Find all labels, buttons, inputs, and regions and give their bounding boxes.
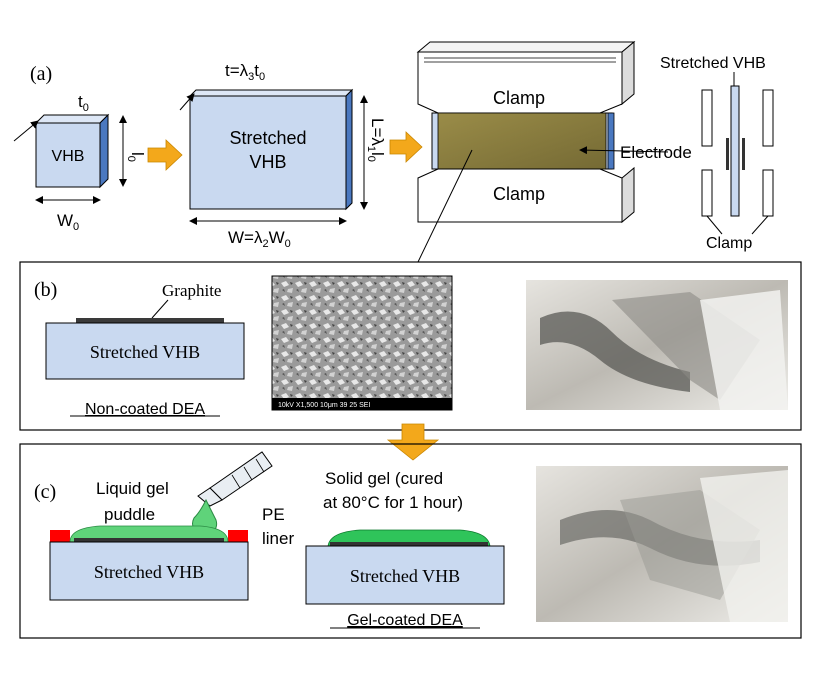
l0-label: l0: [125, 152, 147, 162]
liquid-gel-line1: Liquid gel: [96, 479, 169, 498]
liquid-gel-line2: puddle: [104, 505, 155, 524]
electrode-label: Electrode: [620, 143, 692, 162]
t0-label: t0: [78, 92, 89, 114]
graphite-label: Graphite: [162, 281, 221, 300]
panel-a-label: (a): [30, 63, 52, 85]
vhb-layer-c-right: [305, 545, 505, 605]
clamp-bottom-label: Clamp: [493, 184, 545, 204]
w0-label: W0: [57, 211, 79, 233]
stretched-line1: Stretched: [229, 128, 306, 148]
panel-c-label: (c): [34, 481, 56, 503]
pe-liner-right: [228, 530, 248, 542]
pe-line1: PE: [262, 505, 285, 524]
t-pointer: [179, 93, 195, 111]
side-electrode: [742, 138, 745, 170]
sem-scale-text: 10kV X1,500 10μm 39 25 SEI: [278, 402, 370, 409]
vhb-layer-c-right-label: Stretched VHB: [350, 566, 460, 586]
side-vhb: [730, 85, 740, 217]
stretched-vhb-sheet: Stretched VHB: [188, 88, 354, 211]
panel-c-frame: [19, 443, 802, 639]
clamp-assembly: Clamp Clamp: [416, 40, 636, 224]
vhb-layer-c-left: [49, 541, 249, 601]
pipette-icon: [197, 451, 273, 507]
cube-label: VHB: [52, 148, 85, 165]
solid-gel-line1: Solid gel (cured: [325, 469, 443, 488]
graphite-layer: [76, 318, 224, 323]
t-formula: t=λ3t0: [225, 61, 265, 83]
stretched-line2: VHB: [249, 152, 286, 172]
side-title: Stretched VHB: [660, 55, 766, 72]
side-view: Stretched VHB Clamp: [660, 55, 774, 252]
zoom-line: [417, 149, 473, 263]
vhb-cube: VHB: [34, 113, 110, 189]
side-clamp-label: Clamp: [706, 235, 752, 252]
solid-gel-line2: at 80°C for 1 hour): [323, 493, 463, 512]
panel-c: (c) Liquid gel puddle PE liner Stretched…: [19, 443, 802, 639]
clamp-top-label: Clamp: [493, 88, 545, 108]
orange-arrow-down: [386, 423, 440, 461]
l-formula: L=λ1l0: [365, 118, 387, 162]
gel-coated-caption: Gel-coated DEA: [347, 612, 463, 629]
vhb-layer-b-label: Stretched VHB: [90, 342, 200, 362]
electrode-area: [437, 112, 607, 170]
w-formula: W=λ2W0: [228, 228, 291, 250]
pe-liner-left: [50, 530, 70, 542]
orange-arrow-1: [147, 139, 183, 171]
orange-arrow-2: [389, 131, 423, 163]
electrode-pointer: [579, 146, 669, 155]
sem-image: [271, 275, 453, 411]
thickness-pointer: [13, 120, 39, 142]
non-coated-caption: Non-coated DEA: [85, 401, 205, 418]
panel-a: (a) VHB t0 l0 W0 Stretched VHB t=λ3t0: [13, 40, 774, 263]
pe-line2: liner: [262, 529, 294, 548]
vhb-layer-b: [45, 322, 245, 380]
vhb-layer-c-left-label: Stretched VHB: [94, 562, 204, 582]
panel-b-label: (b): [34, 279, 57, 301]
panel-b: (b) Graphite Stretched VHB Non-coated DE…: [19, 261, 802, 431]
